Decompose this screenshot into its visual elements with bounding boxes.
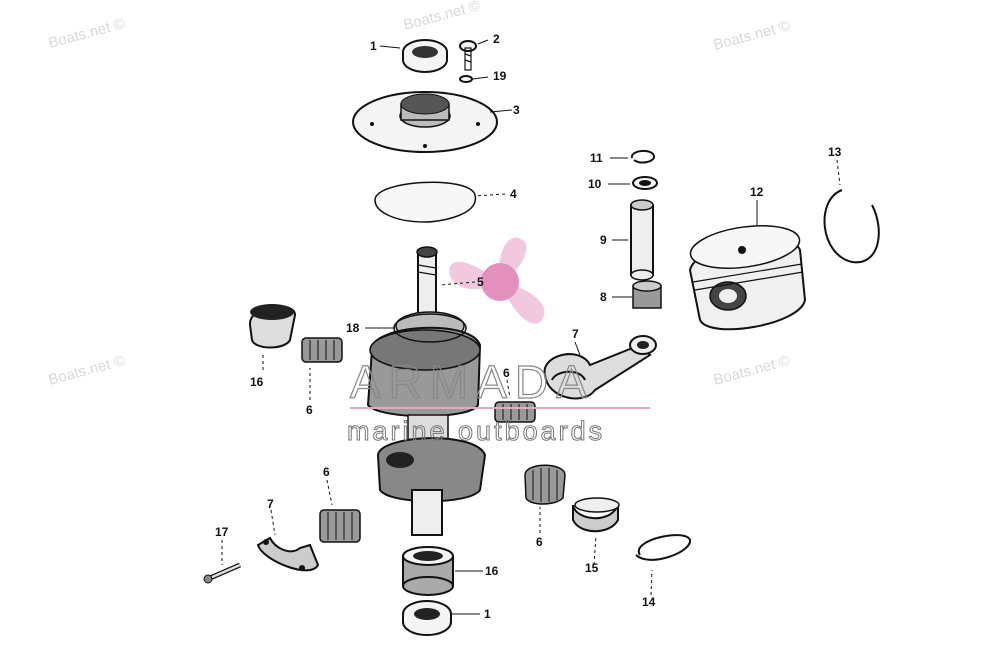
top-seal-part: [402, 39, 448, 73]
piston-ring-part: [823, 189, 880, 264]
callout-19: 19: [493, 69, 507, 83]
callout-16-bottom: 16: [485, 564, 499, 578]
piston-part: [688, 225, 807, 331]
callout-9: 9: [600, 233, 607, 247]
piston-pin-part: [630, 199, 654, 281]
washer-part: [459, 75, 473, 83]
callout-6-left: 6: [306, 403, 313, 417]
callout-15: 15: [585, 561, 599, 575]
bottom-seal-part: [402, 600, 452, 636]
retaining-ring-part: [635, 534, 691, 561]
bearing-half-left-part: [248, 304, 297, 349]
callout-6-lower: 6: [323, 465, 330, 479]
callout-5: 5: [477, 275, 484, 289]
callout-11: 11: [590, 151, 603, 165]
callout-6-right: 6: [536, 535, 543, 549]
snap-ring-part: [631, 150, 655, 164]
lower-bearing-part: [402, 546, 454, 596]
callout-7-rod: 7: [572, 327, 579, 341]
callout-2: 2: [493, 32, 500, 46]
callout-17: 17: [215, 525, 229, 539]
leader-lines: [221, 39, 841, 615]
needle-bearing-left-part: [301, 337, 343, 363]
callout-18: 18: [346, 321, 360, 335]
bearing-housing-plate-part: [352, 91, 498, 153]
callout-8: 8: [600, 290, 607, 304]
thrust-washer-part: [632, 176, 658, 190]
pin-needle-bearing-part: [632, 280, 662, 309]
callout-16-left: 16: [250, 375, 264, 389]
callout-12: 12: [750, 185, 764, 199]
watermark-top-center: Boats.net ©: [402, 0, 482, 34]
callout-13: 13: [828, 145, 842, 159]
callout-1-top: 1: [370, 39, 377, 53]
crankshaft-part: [366, 246, 487, 536]
callout-10: 10: [588, 177, 602, 191]
needle-bearing-lower-left-part: [319, 509, 361, 543]
gasket-part: [374, 181, 476, 223]
connecting-rod-part: [543, 335, 657, 400]
callout-1-bottom: 1: [484, 607, 491, 621]
brand-watermark-tagline: marine outboards: [347, 416, 605, 446]
callout-7-cap: 7: [267, 497, 274, 511]
watermark-top-left: Boats.net ©: [47, 15, 127, 52]
callout-4: 4: [510, 187, 517, 201]
propeller-logo-icon: [449, 237, 545, 324]
watermark-top-right: Boats.net ©: [712, 17, 792, 54]
rod-cap-part: [256, 536, 320, 572]
callout-6-mid: 6: [503, 366, 510, 380]
watermark-mid-right: Boats.net ©: [712, 352, 792, 389]
needle-bearing-lower-right-part: [524, 464, 566, 505]
brand-watermark-name: ARMADA: [350, 356, 595, 408]
callout-3: 3: [513, 103, 520, 117]
screw-part: [459, 40, 477, 71]
cap-bolt-part: [203, 562, 241, 584]
callout-14: 14: [642, 595, 656, 609]
bearing-half-right-part: [572, 497, 620, 533]
watermark-mid-left: Boats.net ©: [47, 352, 127, 389]
